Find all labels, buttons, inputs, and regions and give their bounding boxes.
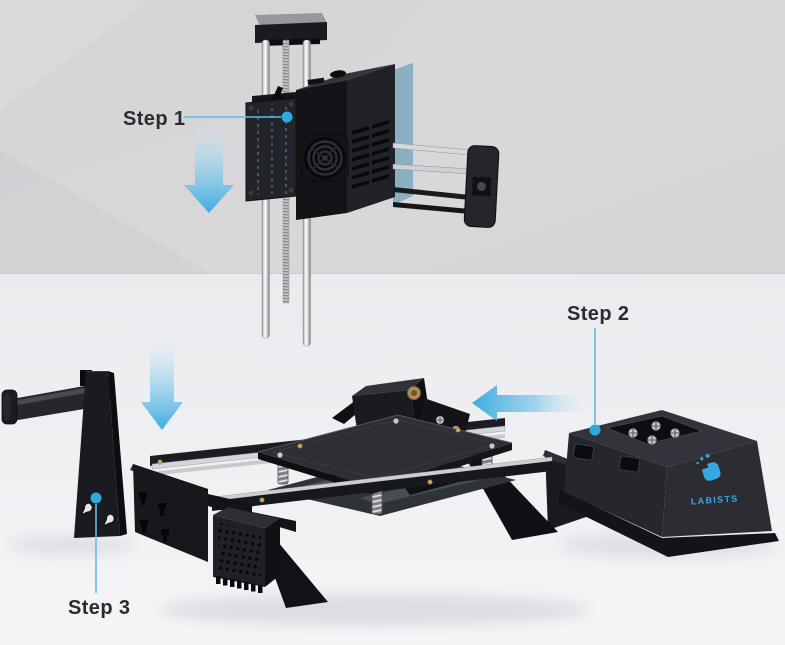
step2-annotation: Step 2 bbox=[567, 303, 629, 436]
front-rail bbox=[212, 461, 552, 511]
step1-annotation: Step 1 bbox=[123, 108, 293, 130]
brand-logo: LABISTS bbox=[691, 453, 739, 507]
arrow-down-step1-icon bbox=[184, 128, 234, 213]
belt-clip bbox=[272, 86, 284, 103]
extruder-gantry-assembly bbox=[245, 13, 500, 347]
spool-bracket-plate bbox=[74, 371, 127, 538]
mounting-keyholes bbox=[80, 502, 115, 528]
left-side-panel bbox=[130, 464, 208, 562]
x-axis-rods bbox=[392, 142, 500, 228]
direction-arrows bbox=[141, 128, 585, 430]
control-base-unit: LABISTS bbox=[558, 410, 779, 557]
filament-inlet-hole bbox=[330, 70, 346, 78]
filament-spool-holder bbox=[1, 370, 127, 538]
z-carriage-plate bbox=[245, 86, 297, 202]
electronics-vent-box bbox=[213, 507, 280, 593]
step2-marker-dot bbox=[589, 424, 601, 436]
arrow-down-step3-icon bbox=[141, 345, 183, 430]
step2-label: Step 2 bbox=[567, 303, 629, 325]
vent-fins bbox=[216, 576, 263, 593]
phillips-screws bbox=[628, 421, 680, 445]
spool-rod bbox=[1, 370, 92, 425]
step3-marker-dot bbox=[90, 492, 102, 504]
base-skirt bbox=[558, 490, 779, 557]
annotations: Step 1 Step 2 Step 3 bbox=[68, 108, 629, 619]
step3-annotation: Step 3 bbox=[68, 492, 130, 619]
top-recess-opening bbox=[605, 415, 704, 445]
extruder-head-box bbox=[296, 64, 395, 220]
fan-grille-icon bbox=[301, 134, 349, 182]
gold-screws bbox=[157, 427, 461, 503]
brand-name-text: LABISTS bbox=[691, 493, 739, 506]
printer-base-chassis bbox=[130, 378, 592, 608]
labists-logo-icon bbox=[696, 453, 721, 481]
x-rod-end-cap bbox=[463, 145, 500, 228]
arrow-left-step2-icon bbox=[472, 385, 585, 421]
base-front-face bbox=[662, 441, 772, 537]
step3-label: Step 3 bbox=[68, 597, 130, 619]
step1-marker-dot bbox=[281, 111, 293, 123]
vent-hole-grid bbox=[218, 522, 261, 581]
step1-label: Step 1 bbox=[123, 108, 185, 130]
side-ports bbox=[572, 443, 641, 473]
acrylic-plate bbox=[393, 63, 413, 205]
vent-slots bbox=[352, 120, 389, 189]
